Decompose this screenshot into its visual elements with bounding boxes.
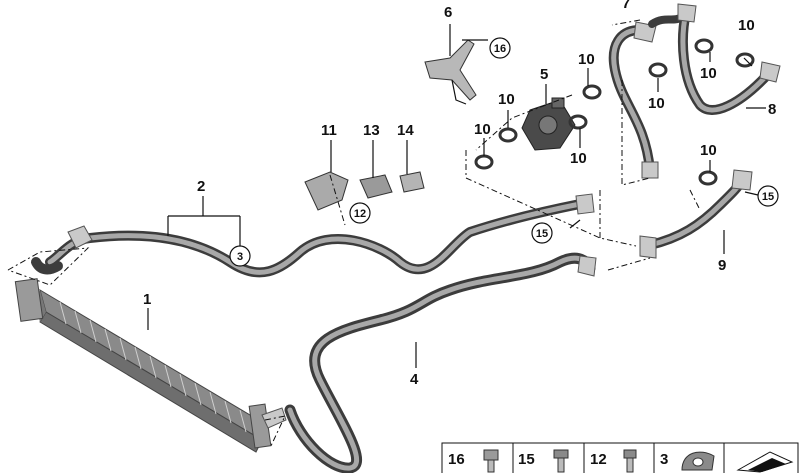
svg-text:3: 3 xyxy=(660,451,668,468)
legend-item-15: 15 xyxy=(518,449,569,473)
short-hose-icon xyxy=(639,169,753,259)
svg-text:15: 15 xyxy=(536,228,548,240)
right-hose-icon xyxy=(677,3,781,115)
lower-hose-icon xyxy=(284,252,597,473)
legend-strip: 16 15 12 3 xyxy=(441,442,799,473)
flange-nut-bolt-icon xyxy=(483,449,499,473)
parallelogram-icon xyxy=(736,451,794,473)
part-number-10-c: 10 xyxy=(578,51,595,68)
part-number-1: 1 xyxy=(143,291,151,308)
part-number-4: 4 xyxy=(410,371,419,388)
svg-text:15: 15 xyxy=(762,191,774,203)
valve-icon xyxy=(521,97,576,151)
legend-item-3: 3 xyxy=(660,451,715,471)
part-number-10-g: 10 xyxy=(738,17,755,34)
vertical-hose-icon xyxy=(608,14,684,179)
bracket-top-icon xyxy=(424,39,477,105)
callout-3: 3 xyxy=(229,245,251,267)
legend-item-16: 16 xyxy=(448,449,499,473)
svg-text:15: 15 xyxy=(518,451,535,468)
bracket-11-icon xyxy=(304,171,349,211)
part-number-11: 11 xyxy=(321,122,337,139)
callout-16: 16 xyxy=(489,37,511,59)
clip-icon xyxy=(681,451,715,471)
clip-14-icon xyxy=(399,171,425,193)
part-number-6: 6 xyxy=(444,4,452,21)
svg-text:12: 12 xyxy=(590,451,607,468)
part-number-13: 13 xyxy=(363,122,380,139)
svg-text:3: 3 xyxy=(237,251,243,263)
svg-text:16: 16 xyxy=(448,451,465,468)
svg-text:12: 12 xyxy=(354,208,366,220)
svg-text:16: 16 xyxy=(494,43,506,55)
part-number-14: 14 xyxy=(397,122,414,139)
callout-15-a: 15 xyxy=(531,222,553,244)
part-number-10-f: 10 xyxy=(700,65,717,82)
oil-cooler-radiator-icon xyxy=(14,278,287,453)
part-number-10-a: 10 xyxy=(498,91,515,108)
part-number-10-e: 10 xyxy=(648,95,665,112)
part-number-10-b: 10 xyxy=(474,121,491,138)
part-number-7: 7 xyxy=(622,0,630,12)
part-number-8: 8 xyxy=(768,101,776,118)
legend-item-12: 12 xyxy=(590,449,637,473)
callout-12: 12 xyxy=(349,202,371,224)
part-number-2: 2 xyxy=(197,178,205,195)
guide-lines xyxy=(7,19,701,449)
part-number-5: 5 xyxy=(540,66,548,83)
leader-lines xyxy=(147,24,766,368)
o-ring-icon xyxy=(474,38,755,186)
part-number-9: 9 xyxy=(718,257,726,274)
bolt-icon xyxy=(553,449,569,473)
screw-icon xyxy=(623,449,637,473)
part-number-10-d: 10 xyxy=(570,150,587,167)
part-number-10-h: 10 xyxy=(700,142,717,159)
clip-13-icon xyxy=(359,174,393,199)
callout-15-b: 15 xyxy=(757,185,779,207)
upper-hose-icon xyxy=(31,193,595,278)
